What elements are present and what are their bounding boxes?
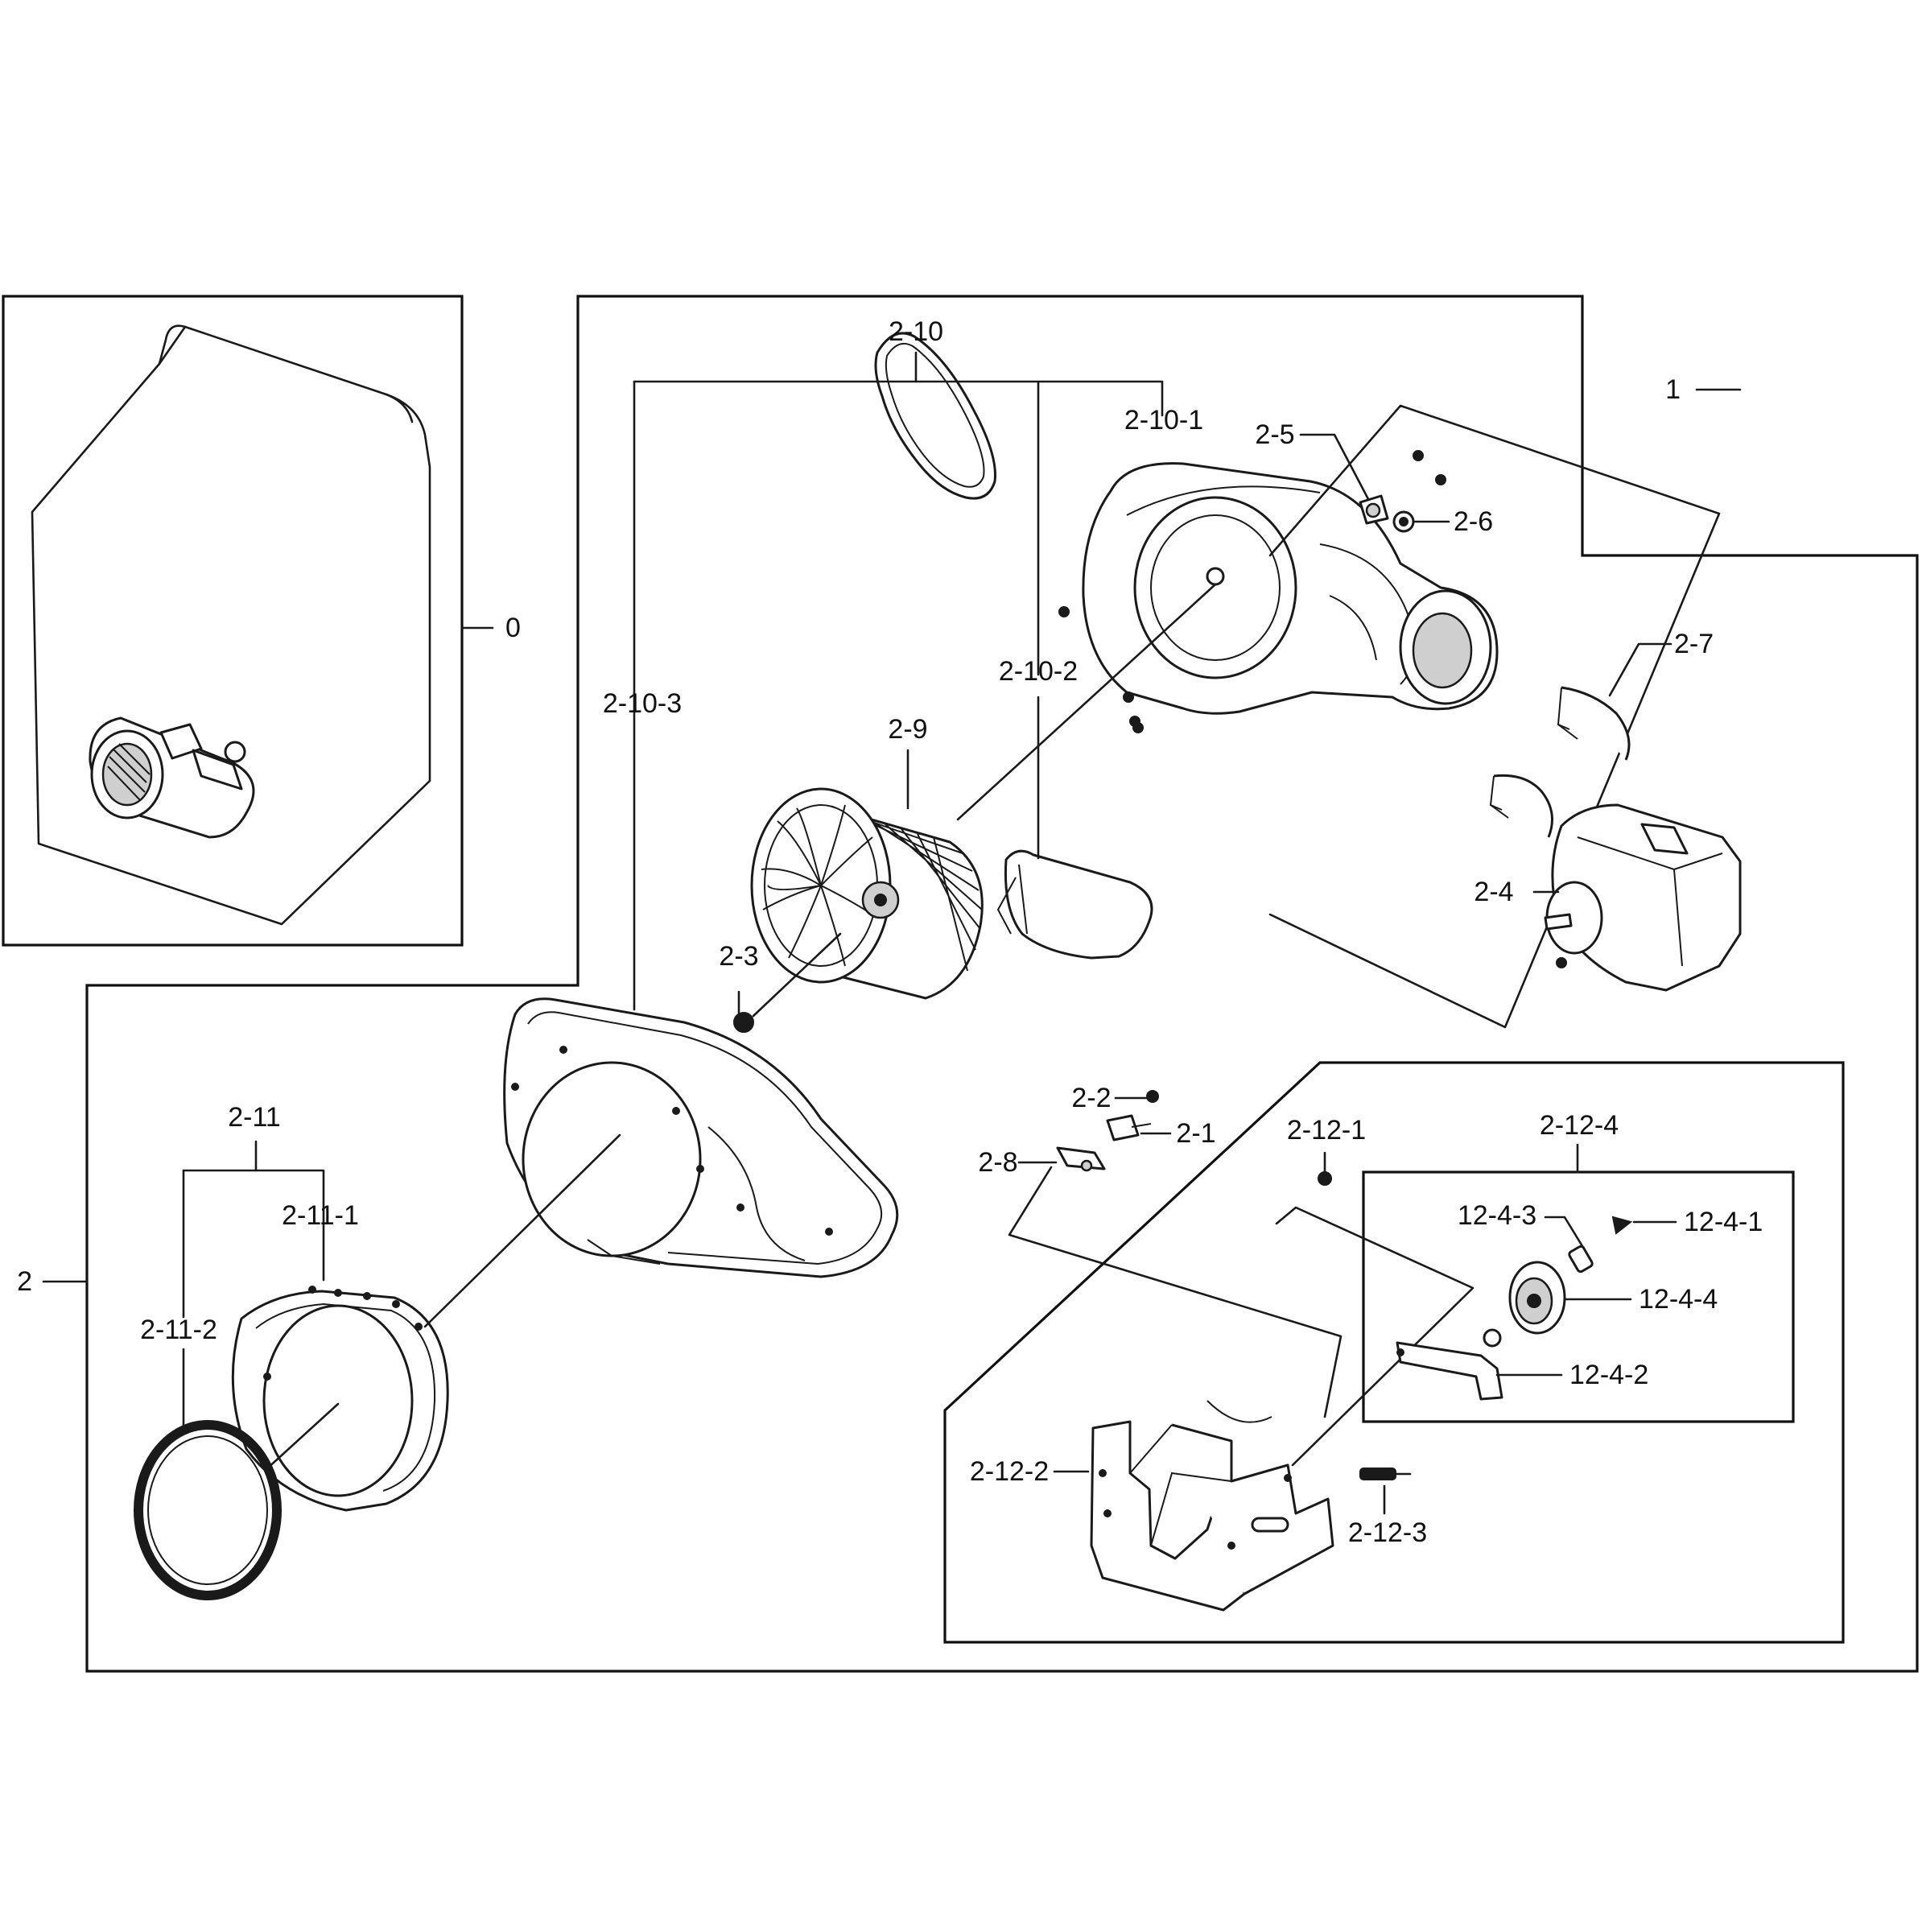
assembly-2-10-sub-frame [1268,404,1721,1029]
label-2-10-3: 2-10-3 [603,688,682,719]
drive-belt [874,332,996,500]
motor-mount-bracket-2-12-2 [1090,1400,1334,1612]
assembly-2-12-frame [943,1061,1845,1644]
impeller-nut [733,1012,754,1033]
motor-clamp-2-7-lower [1489,774,1553,838]
label-2-11: 2-11 [228,1102,281,1133]
idler-arm-12-4-2 [1396,1328,1503,1401]
label-0: 0 [505,613,521,643]
idler-pulley-12-4-4 [1508,1261,1566,1335]
rear-blower-housing [1082,462,1499,715]
cabinet-blower-assembly [89,716,255,839]
label-2-12-3: 2-12-3 [1348,1517,1427,1548]
clip-12-4-1 [1611,1216,1633,1235]
drive-motor [1544,803,1742,992]
screw-2-12-1 [1318,1171,1332,1186]
leader-lines [42,351,1742,1515]
part-labels: 0 1 2 2-10 2-10-1 2-10-2 2-10-3 2-5 2-6 … [17,316,1763,1548]
label-2-2: 2-2 [1071,1083,1111,1113]
label-12-4-4: 12-4-4 [1639,1284,1718,1315]
label-2-5: 2-5 [1255,419,1294,450]
label-2-7: 2-7 [1674,629,1714,659]
label-2-10-1: 2-10-1 [1124,405,1203,436]
label-2-4: 2-4 [1474,877,1513,907]
label-2-12-4: 2-12-4 [1540,1110,1619,1141]
front-blower-housing [503,997,899,1278]
label-12-4-3: 12-4-3 [1458,1200,1536,1231]
assembly-2-frame [85,295,1919,1673]
blower-duct [996,849,1153,960]
label-2-12-1: 2-12-1 [1287,1115,1366,1146]
label-2-9: 2-9 [888,714,927,745]
spring-2-12-3 [1359,1468,1412,1480]
idler-arm-2-8 [1056,1146,1106,1172]
label-1: 1 [1665,374,1681,405]
idler-pulley-2-6 [1392,510,1415,533]
shaft-12-4-3 [1568,1245,1594,1274]
label-2-8: 2-8 [978,1147,1017,1178]
inlet-gasket [134,1420,282,1600]
label-2-10: 2-10 [889,316,943,347]
blower-impeller [750,787,984,1000]
idler-arm-sub-frame [1008,1166,1343,1418]
label-2-12-2: 2-12-2 [970,1456,1049,1487]
idler-link-line [1275,1206,1474,1467]
label-2-11-2: 2-11-2 [140,1315,217,1345]
label-2-3: 2-3 [719,941,758,972]
idler-bracket-2-5 [1359,494,1389,525]
assembly-0-frame [2,295,464,947]
inlet-ring [231,1286,449,1512]
screw-2-2 [1146,1090,1159,1103]
idler-pulley-bracket-2-1 [1106,1114,1152,1141]
label-12-4-1: 12-4-1 [1684,1207,1763,1237]
cabinet-outline [31,324,431,926]
label-2-10-2: 2-10-2 [999,656,1078,687]
label-12-4-2: 12-4-2 [1569,1360,1648,1390]
label-2-1: 2-1 [1176,1118,1215,1149]
motor-clamp-2-7-upper [1557,686,1631,761]
housing-screws [1058,450,1446,733]
label-2-6: 2-6 [1454,506,1493,537]
label-2: 2 [17,1266,32,1297]
label-2-11-1: 2-11-1 [282,1200,359,1231]
